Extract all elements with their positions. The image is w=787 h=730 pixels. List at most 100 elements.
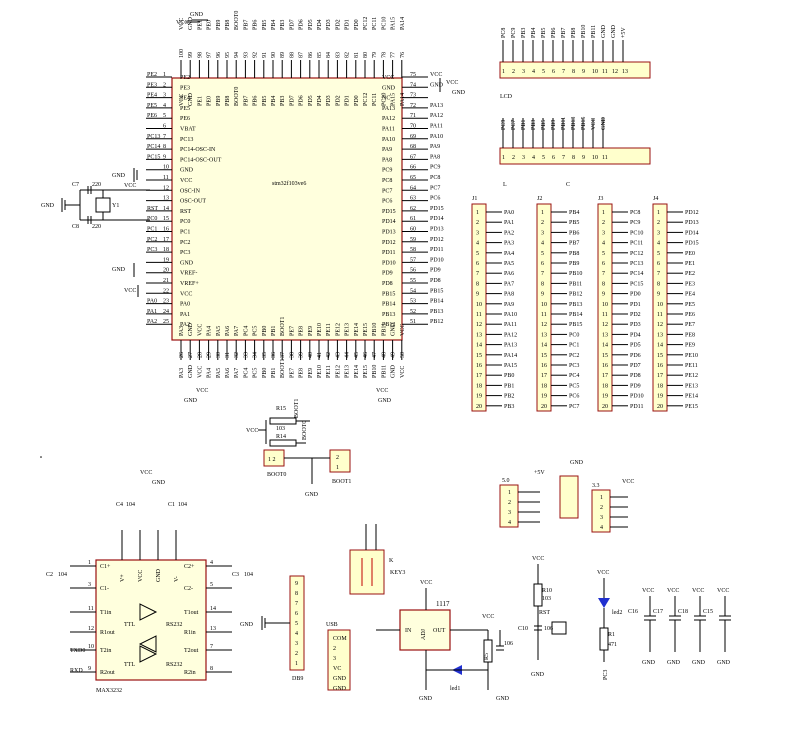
lcd-label: LCD <box>500 94 513 100</box>
header-pin-net: PA1 <box>504 220 514 226</box>
pin-number-left: 20 <box>163 268 169 274</box>
pin-number-bottom: 27 <box>188 352 194 358</box>
pin-label-top: PD6 <box>299 95 305 106</box>
pin-net-left: PC14 <box>147 144 160 150</box>
reset-button <box>551 621 567 635</box>
lcd-row2-pin: 4 <box>532 155 535 161</box>
max-pin-num-right: 8 <box>210 666 213 672</box>
max-label-left: T2in <box>100 648 111 654</box>
pin-net-bottom: PE14 <box>354 365 360 378</box>
header-pin-net: PB8 <box>569 251 579 257</box>
pin-number-top: 97 <box>207 52 213 58</box>
pin-number-right: 51 <box>410 319 416 325</box>
pin-number-left: 18 <box>163 247 169 253</box>
max-c4-val: 104 <box>126 502 135 508</box>
lcd-row1-pin: 5 <box>542 69 545 75</box>
max-pin-num-left: 1 <box>88 560 91 566</box>
boot0-jumper-pins: 1 2 <box>268 457 276 463</box>
pin-net-top: PB6 <box>253 20 259 30</box>
pin-number-bottom: 32 <box>234 352 240 358</box>
pin-number-top: 95 <box>225 52 231 58</box>
header-pin-number: 10 <box>541 302 547 308</box>
header-pin-net: PA13 <box>504 343 517 349</box>
lcd-row1-pin: 10 <box>592 69 598 75</box>
pin-number-bottom: 48 <box>381 352 387 358</box>
header-pin-net: PC10 <box>630 230 643 236</box>
pin-label-left: PC13 <box>180 137 193 143</box>
cap-vcc: VCC <box>642 588 654 594</box>
mcu: stm32f103ve6 100VCCVCC99GNDGND98PE1PE197… <box>146 11 466 404</box>
header-pin-net: PC13 <box>630 261 643 267</box>
pin-net-top: PD3 <box>326 19 332 30</box>
pin-label-bottom: PB0 <box>262 326 268 336</box>
header-pin-net: PC8 <box>630 210 640 216</box>
header-pin-number: 14 <box>657 343 663 349</box>
header-pin-net: PD11 <box>630 404 643 410</box>
header-pin-net: PE1 <box>685 261 695 267</box>
pin-label-left: PE5 <box>180 106 190 112</box>
header-title: J3 <box>598 196 603 202</box>
pin-net-bottom: PE9 <box>308 368 314 378</box>
header-pin-net: PC4 <box>569 373 579 379</box>
lcd-row1-net: GND <box>601 24 607 38</box>
max3232-name: MAX3232 <box>96 688 122 694</box>
boot1-pin2: 2 <box>336 455 339 461</box>
c7-value: 220 <box>92 182 101 188</box>
max-pin-num-left: 9 <box>88 666 91 672</box>
max-label-left: R2out <box>100 670 115 676</box>
pin-number-right: 70 <box>410 124 416 130</box>
mcu-bottom-pins: 26PA3PA327GNDGND28VCCVCC29PA4PA430PA5PA5… <box>179 317 406 378</box>
pin-label-bottom: PE8 <box>299 326 305 336</box>
header-title: J1 <box>472 196 477 202</box>
header-pin-net: PE14 <box>685 394 698 400</box>
pin-net-top: PB4 <box>271 20 277 30</box>
pwr-hdr-5v-title: 5.0 <box>502 478 510 484</box>
pin-net-bottom: PA4 <box>207 368 213 378</box>
max-label-top: GND <box>156 568 162 582</box>
pin-label-right: PA12 <box>382 116 395 122</box>
header-pin-net: PA7 <box>504 281 514 287</box>
header-pin-net: PE2 <box>685 271 695 277</box>
lcd-row1-net: PC8 <box>501 28 507 38</box>
pin-label-right: PB12 <box>382 322 395 328</box>
pin-label-bottom: PB1 <box>271 326 277 336</box>
header-pin-number: 15 <box>602 353 608 359</box>
pin-net-left: PE6 <box>147 113 157 119</box>
db9-pin: 9 <box>295 581 298 587</box>
lcd-row2-net: PB9 <box>551 120 557 130</box>
pin-net-top: PC10 <box>381 17 387 30</box>
rst-label: RST <box>539 610 550 616</box>
header-pin-number: 14 <box>476 343 482 349</box>
pin-number-bottom: 40 <box>308 352 314 358</box>
pin-label-top: PA14 <box>400 93 406 106</box>
header-pin-number: 10 <box>476 302 482 308</box>
pin-number-right: 59 <box>410 237 416 243</box>
pin-label-left: PA1 <box>180 312 190 318</box>
header-pin-number: 16 <box>657 363 663 369</box>
header-pin-net: PE6 <box>685 312 695 318</box>
pin-net-left: PC1 <box>147 227 157 233</box>
header-pin-number: 20 <box>476 404 482 410</box>
pin-label-left: VCC <box>180 178 192 184</box>
header-pin-net: PE8 <box>685 332 695 338</box>
lcd-row2-pin: 6 <box>552 155 555 161</box>
max-rs1: RS232 <box>166 622 182 628</box>
max-c2: C2 <box>46 572 53 578</box>
header-body <box>597 203 613 412</box>
pin-net-right: PA10 <box>430 134 443 140</box>
max-pin-num-left: 12 <box>88 626 94 632</box>
header-pin-number: 5 <box>602 251 605 257</box>
max-label-right: R2in <box>184 670 196 676</box>
max-pin-num-right: 13 <box>210 626 216 632</box>
c7-label: C7 <box>72 182 79 188</box>
pin-number-left: 14 <box>163 206 169 212</box>
pin-number-top: 93 <box>243 52 249 58</box>
pin-number-right: 68 <box>410 144 416 150</box>
pin-number-bottom: 31 <box>225 352 231 358</box>
pin-number-bottom: 46 <box>363 352 369 358</box>
pin-label-right: NC <box>382 96 390 102</box>
header-pin-net: PD10 <box>630 394 644 400</box>
usb-pin: GND <box>333 686 347 692</box>
pin-net-bottom: GND <box>391 364 397 378</box>
